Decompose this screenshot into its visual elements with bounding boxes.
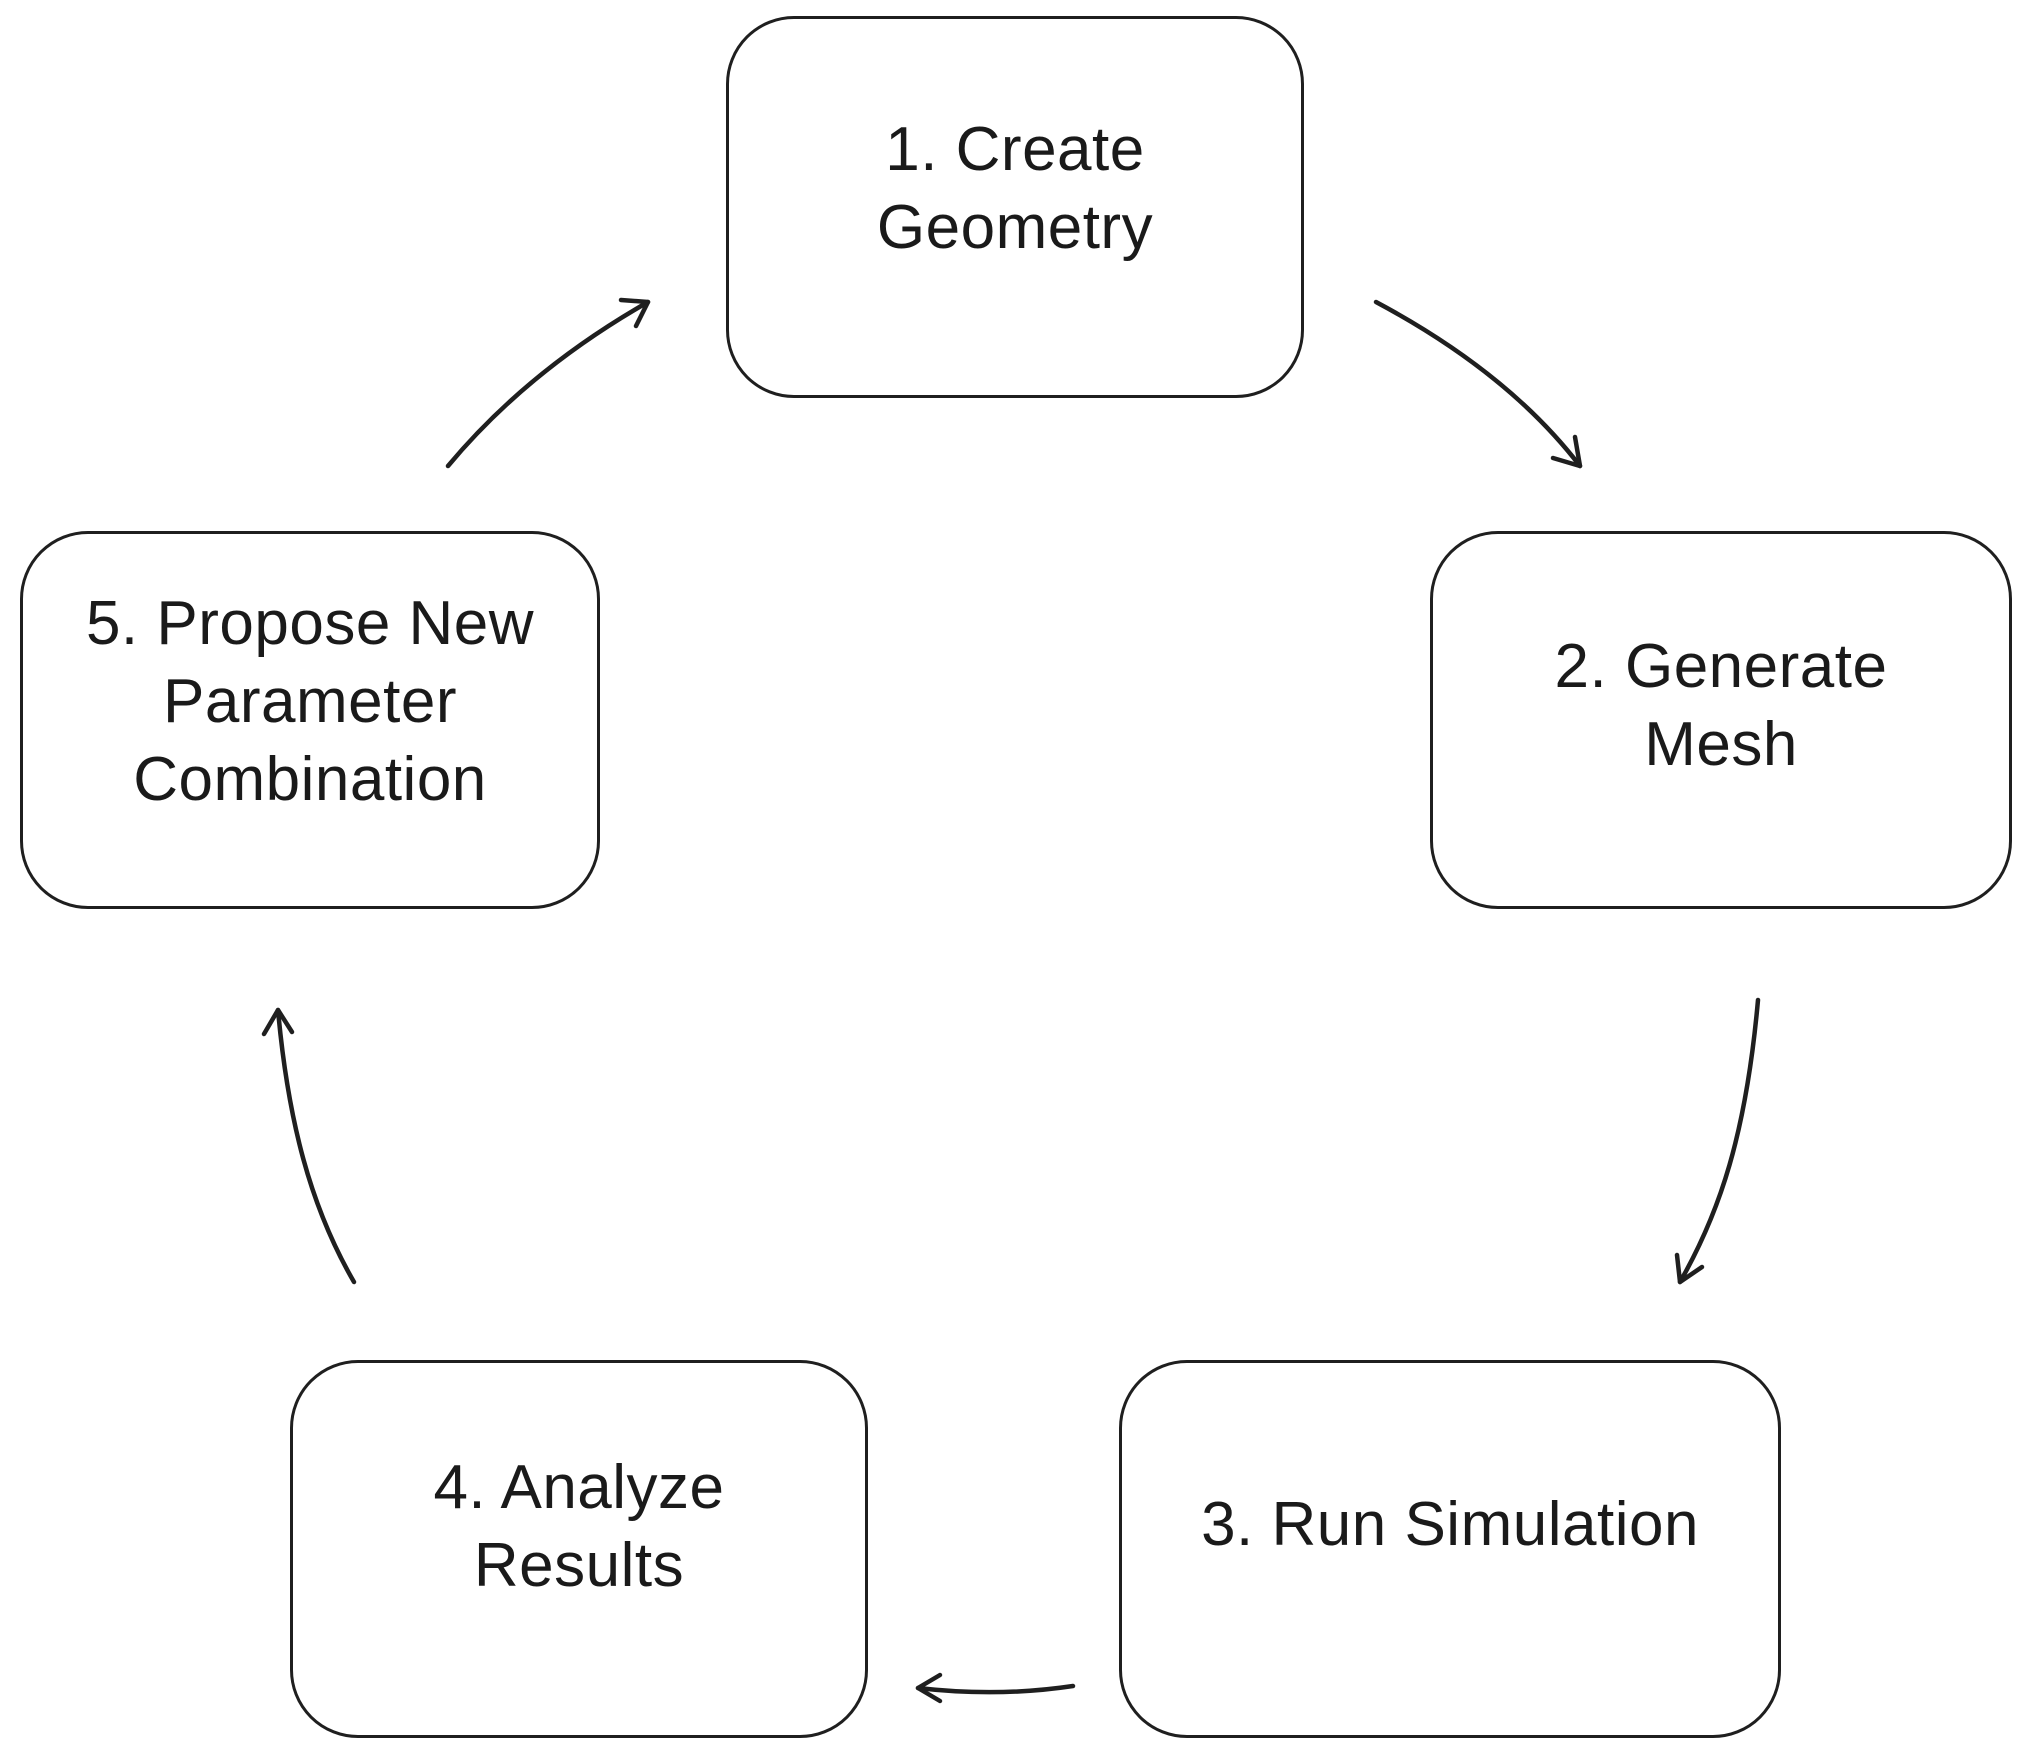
arrowhead-step4-to-step5 — [261, 1007, 295, 1037]
arrowhead-step5-to-step1 — [618, 297, 651, 329]
arrowhead-step2-to-step3 — [1674, 1252, 1705, 1285]
step-label-propose-parameters: 5. Propose New Parameter Combination — [85, 589, 535, 814]
step-box-create-geometry: 1. Create Geometry — [726, 16, 1304, 398]
arrow-step2-to-step3 — [1677, 997, 1761, 1285]
arrow-step3-to-step4 — [915, 1683, 1076, 1695]
step-box-analyze-results: 4. Analyze Results — [290, 1360, 868, 1738]
step-label-analyze-results: 4. Analyze Results — [433, 1453, 725, 1600]
arrow-step5-to-step1 — [445, 299, 651, 469]
step-label-create-geometry: 1. Create Geometry — [876, 115, 1154, 262]
arrow-step4-to-step5 — [275, 1007, 357, 1285]
step-box-propose-parameters: 5. Propose New Parameter Combination — [20, 531, 600, 909]
arrowhead-step1-to-step2 — [1550, 434, 1583, 469]
arrow-step1-to-step2 — [1373, 299, 1583, 469]
step-label-generate-mesh: 2. Generate Mesh — [1554, 632, 1888, 779]
step-box-generate-mesh: 2. Generate Mesh — [1430, 531, 2012, 909]
step-box-run-simulation: 3. Run Simulation — [1119, 1360, 1781, 1738]
step-label-run-simulation: 3. Run Simulation — [1201, 1490, 1699, 1559]
arrowhead-step3-to-step4 — [915, 1672, 943, 1704]
